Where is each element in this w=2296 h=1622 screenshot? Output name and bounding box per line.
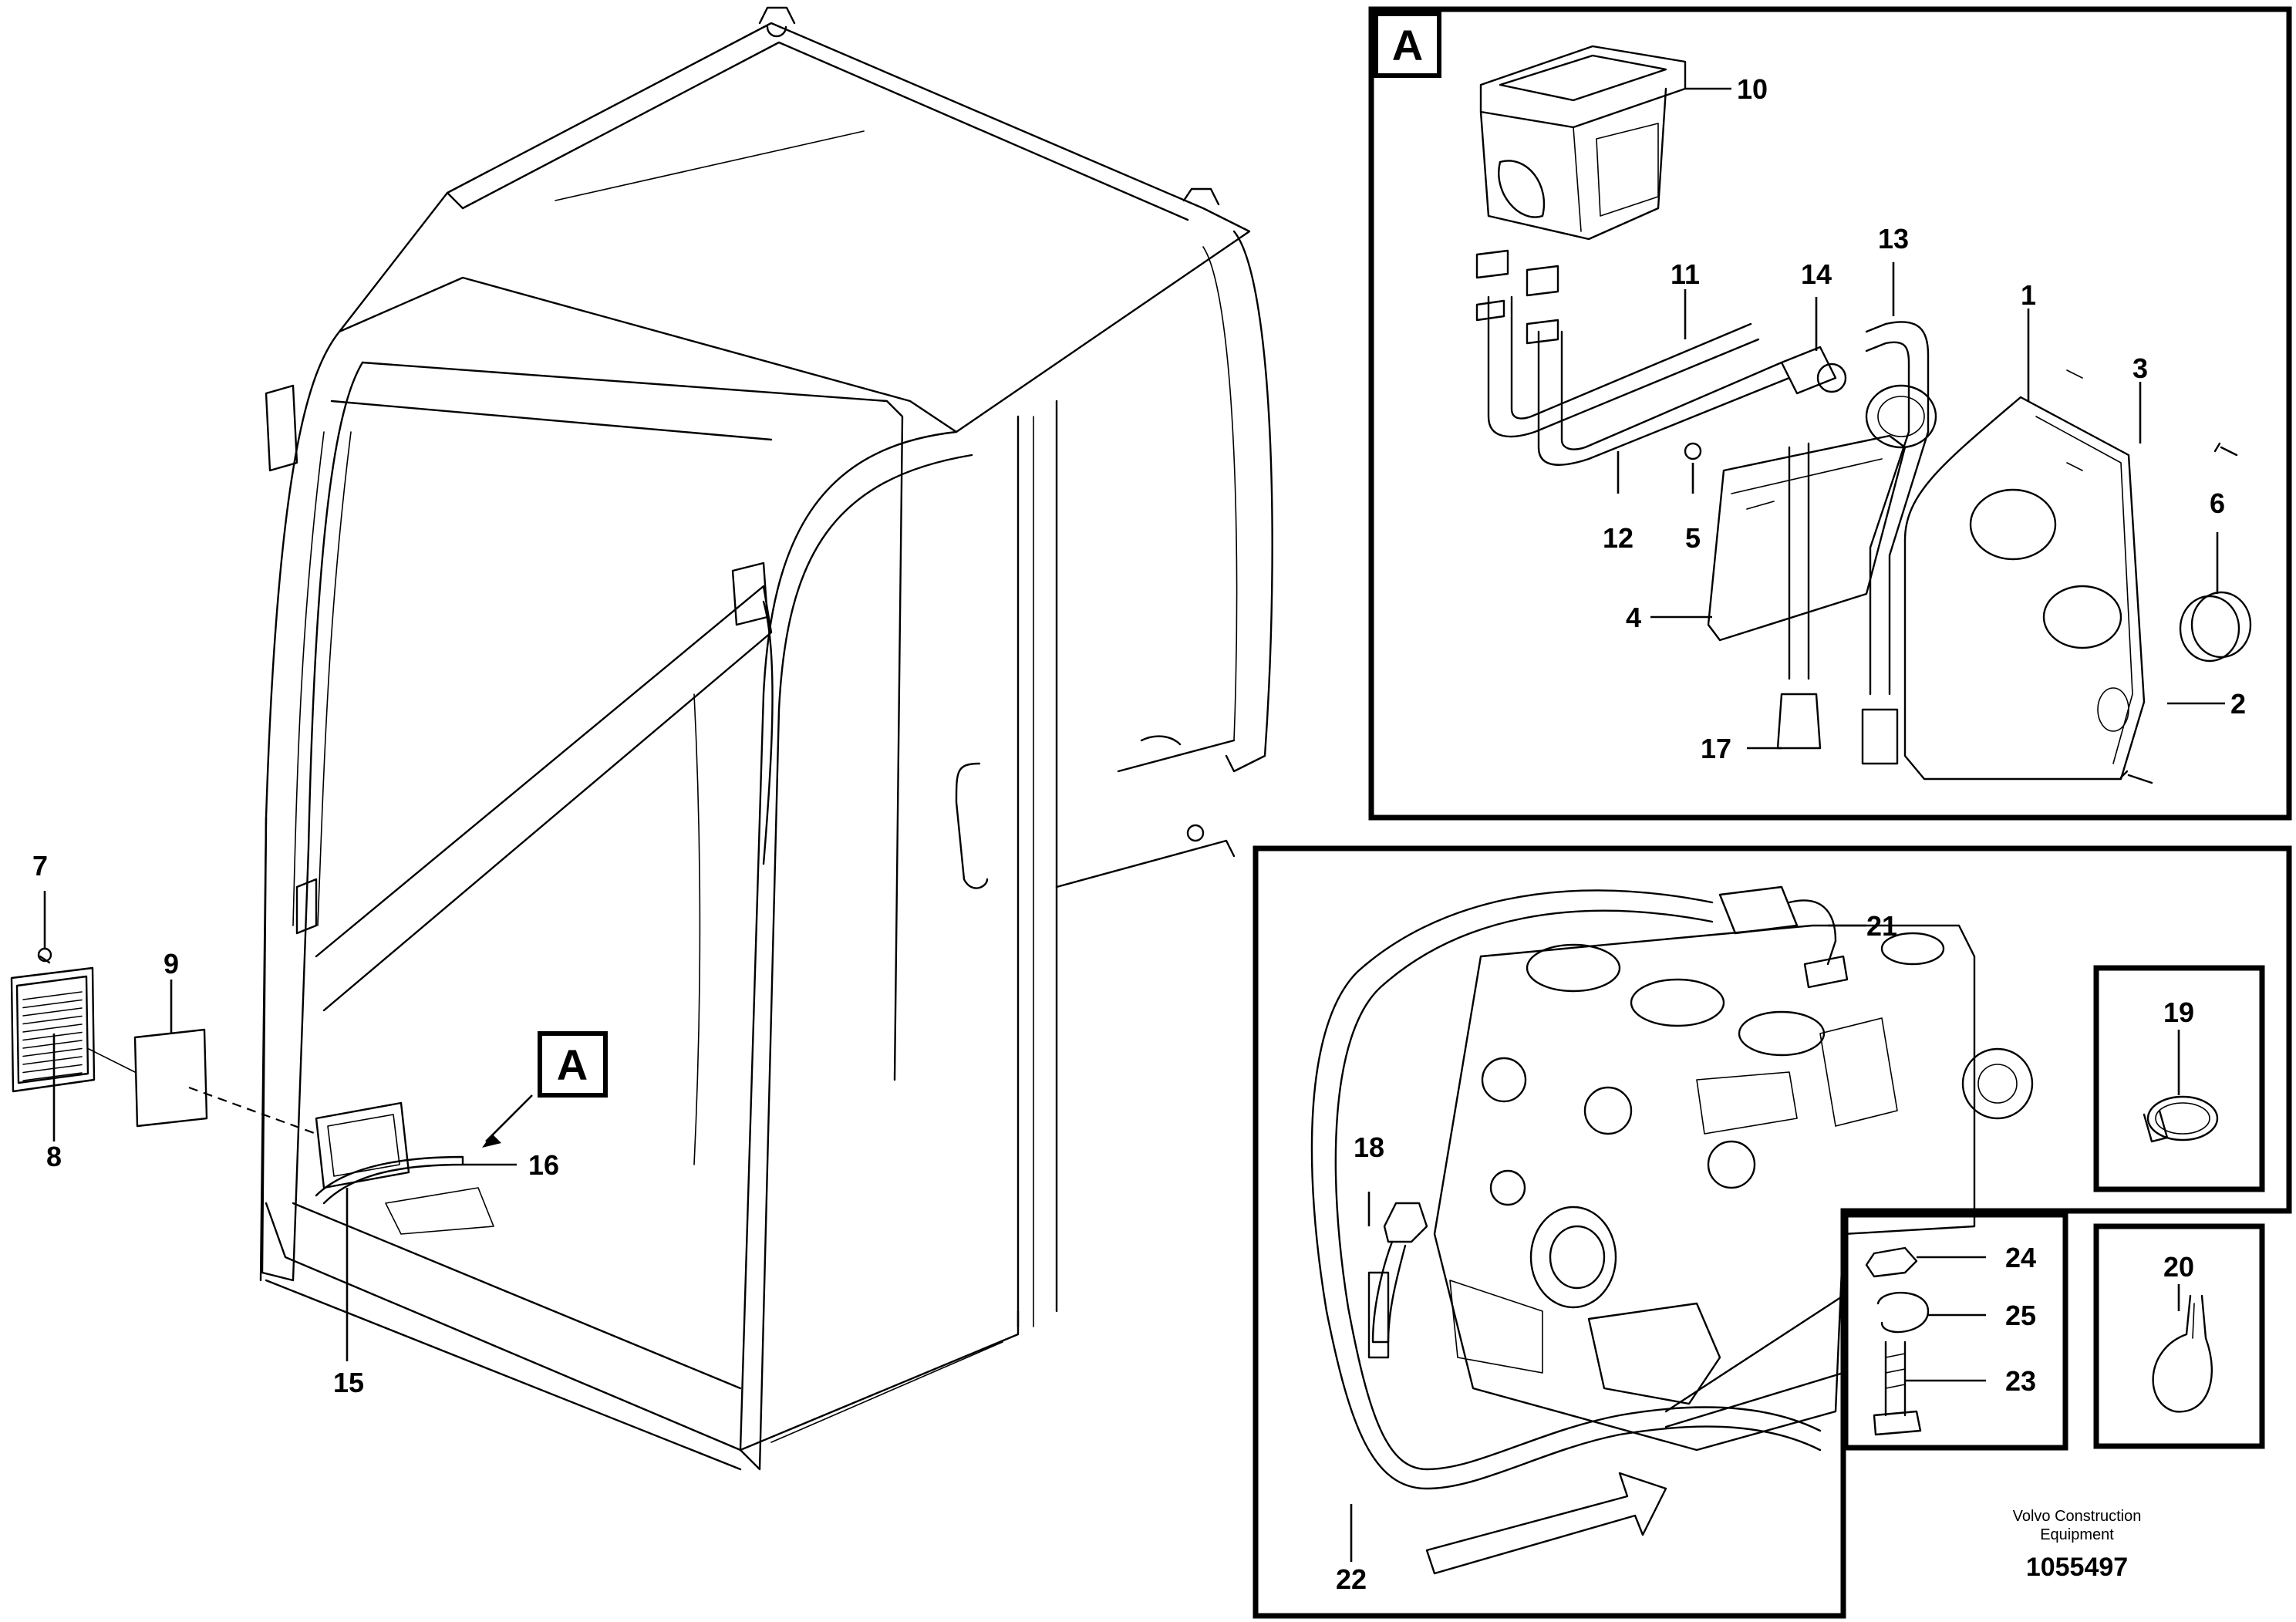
callout-22: 22 <box>1336 1563 1367 1595</box>
callout-14: 14 <box>1801 258 1832 290</box>
callout-8: 8 <box>46 1141 62 1172</box>
engine-block <box>1433 924 2034 1452</box>
callout-2: 2 <box>2230 688 2246 720</box>
cab-drawing <box>259 6 1273 1471</box>
view-a-marker-label: A <box>557 1040 588 1089</box>
callout-16: 16 <box>528 1149 559 1181</box>
callout-24: 24 <box>2005 1242 2036 1273</box>
callout-9: 9 <box>164 948 179 980</box>
callout-10: 10 <box>1737 73 1768 105</box>
callout-18: 18 <box>1354 1131 1384 1163</box>
grille-slat <box>22 999 83 1009</box>
bracket-pointer <box>1664 1294 1845 1428</box>
callout-20: 20 <box>2163 1251 2194 1283</box>
grille-slat <box>22 1047 83 1057</box>
grille-slat <box>22 1015 83 1025</box>
heater-assembly <box>1475 45 2252 784</box>
detail-view-engine-frame <box>1253 845 2292 1619</box>
callout-15: 15 <box>333 1367 364 1398</box>
detail-view-a-frame <box>1368 6 2292 821</box>
footer-credit: Volvo Construction Equipment 1055497 <box>2013 1508 2142 1582</box>
cable-tie-20-icon <box>2152 1294 2213 1413</box>
vent-grille <box>10 966 96 1093</box>
callout-7: 7 <box>32 850 48 882</box>
view-a-marker: A <box>482 1031 608 1148</box>
detail-view-a-letter: A <box>1392 21 1423 69</box>
company-line-1: Volvo Construction <box>2013 1508 2142 1525</box>
company-line-2: Equipment <box>2040 1526 2114 1543</box>
callout-21: 21 <box>1866 910 1897 942</box>
callout-12: 12 <box>1603 522 1633 554</box>
callout-19: 19 <box>2163 996 2194 1028</box>
callout-25: 25 <box>2005 1300 2036 1331</box>
callout-1: 1 <box>2021 279 2036 311</box>
grille-slat <box>22 1031 83 1041</box>
grille-slat <box>22 1072 83 1081</box>
callout-11: 11 <box>1671 258 1700 290</box>
callout-3: 3 <box>2132 352 2148 384</box>
screw-7-icon <box>37 947 52 964</box>
callout-6: 6 <box>2210 487 2225 519</box>
hose-clamp-19-icon <box>2143 1095 2219 1143</box>
document-number: 1055497 <box>2026 1553 2128 1582</box>
detail-view-a-tag: A <box>1374 12 1441 78</box>
detail-box-20 <box>2093 1223 2265 1449</box>
leader-lines <box>43 87 2225 1562</box>
callout-5: 5 <box>1685 522 1701 554</box>
callout-13: 13 <box>1878 223 1909 255</box>
grille-slat <box>22 991 83 1000</box>
view-direction-arrow <box>1425 1472 1667 1575</box>
coolant-hose <box>1310 885 1849 1490</box>
callout-numbers: 10 11 12 13 14 1 3 5 6 4 2 17 7 8 9 16 1… <box>32 73 2246 1595</box>
grille-slat <box>22 1064 83 1074</box>
vent-position-line <box>188 1086 317 1135</box>
detail-box-fasteners <box>1843 1212 2068 1451</box>
grille-slat <box>22 1007 83 1017</box>
detail-box-19 <box>2093 965 2265 1192</box>
grille-slat <box>22 1023 83 1033</box>
callout-23: 23 <box>2005 1365 2036 1397</box>
bolt-assembly-icon <box>1865 1246 1930 1436</box>
grille-slat <box>22 1056 83 1065</box>
callout-17: 17 <box>1701 733 1731 764</box>
filter-pad <box>133 1028 208 1128</box>
callout-4: 4 <box>1626 602 1641 633</box>
grille-slat <box>22 1040 83 1049</box>
